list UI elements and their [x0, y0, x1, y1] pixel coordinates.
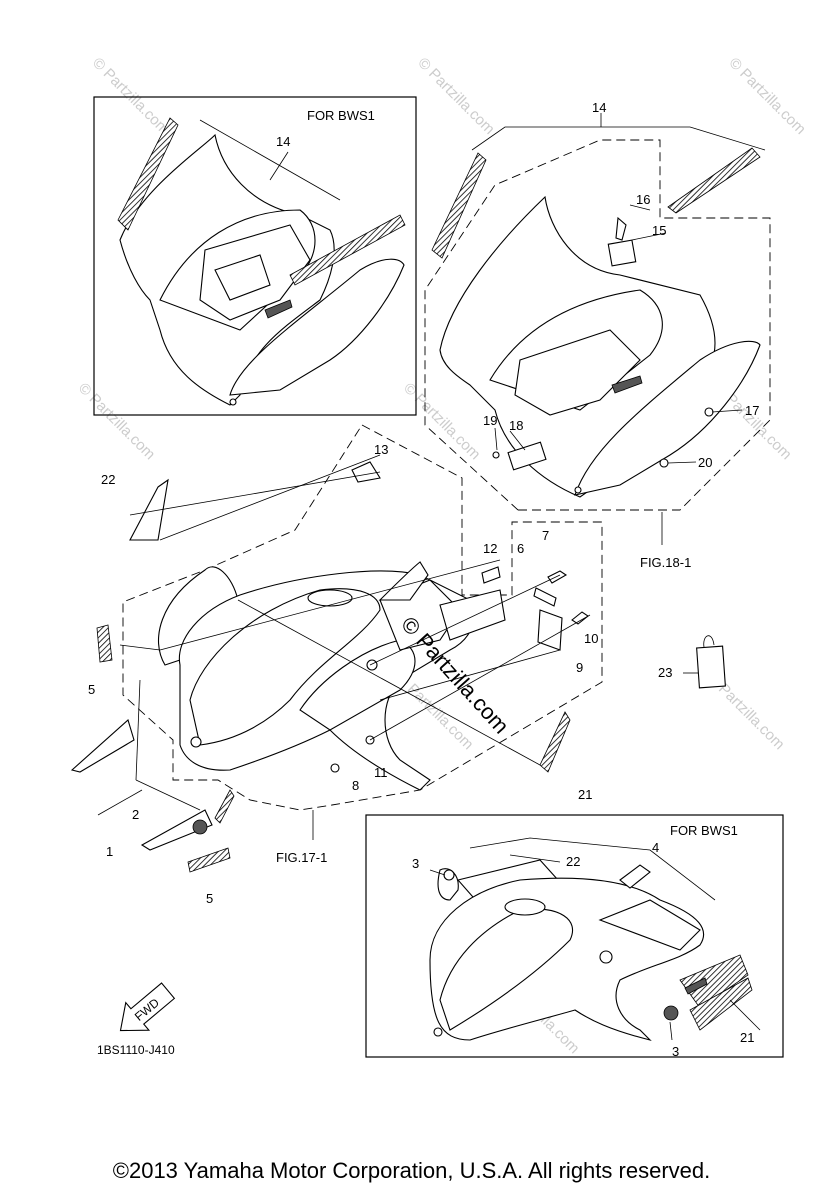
callout-16: 16 [636, 192, 650, 207]
callout-17: 17 [745, 403, 759, 418]
inset-bottom-title: FOR BWS1 [670, 823, 738, 838]
watermarks: © Partzilla.com © Partzilla.com © Partzi… [75, 54, 809, 1057]
inset-bottom-callout-4: 4 [652, 840, 659, 855]
watermark-1: © Partzilla.com [89, 54, 172, 137]
callout-6: 6 [517, 541, 524, 556]
watermark-2: © Partzilla.com [414, 54, 497, 137]
inset-bottom-callout-3-top: 3 [412, 856, 419, 871]
callout-20: 20 [698, 455, 712, 470]
callout-13: 13 [374, 442, 388, 457]
callout-5-upper: 5 [88, 682, 95, 697]
rear-fender-assembly [424, 113, 771, 511]
callout-9: 9 [576, 660, 583, 675]
callout-10: 10 [584, 631, 598, 646]
inset-bottom-callout-22: 22 [566, 854, 580, 869]
callout-23: 23 [658, 665, 672, 680]
part-23-label-tag [683, 635, 726, 689]
callout-7: 7 [542, 528, 549, 543]
watermark-4: © Partzilla.com [75, 380, 158, 463]
fig-ref-front: FIG.17-1 [276, 850, 327, 865]
callout-5-lower: 5 [206, 891, 213, 906]
callout-21: 21 [578, 787, 592, 802]
copyright-notice: ©2013 Yamaha Motor Corporation, U.S.A. A… [112, 1158, 711, 1183]
inset-top-frame [93, 96, 417, 416]
callout-12: 12 [483, 541, 497, 556]
callout-8: 8 [352, 778, 359, 793]
callout-15: 15 [652, 223, 666, 238]
callout-22: 22 [101, 472, 115, 487]
inset-top-rear-fender [117, 117, 406, 406]
inset-bottom-callout-21: 21 [740, 1030, 754, 1045]
fig-ref-rear: FIG.18-1 [640, 555, 691, 570]
callout-19: 19 [483, 413, 497, 428]
callout-2: 2 [132, 807, 139, 822]
fwd-arrow-icon: FWD [119, 982, 176, 1032]
inset-bottom-frame [365, 814, 784, 1058]
watermark-5: © Partzilla.com [400, 380, 483, 463]
watermark-3: © Partzilla.com [725, 54, 808, 137]
callout-1: 1 [106, 844, 113, 859]
front-fender-assembly [70, 424, 603, 873]
callout-18: 18 [509, 418, 523, 433]
inset-bottom-callout-3-bottom: 3 [672, 1044, 679, 1059]
diagram-code: 1BS1110-J410 [97, 1043, 175, 1057]
callout-14: 14 [592, 100, 606, 115]
inset-top-callout-14: 14 [276, 134, 290, 149]
callout-11: 11 [374, 765, 388, 780]
inset-bottom-front-fender [429, 837, 761, 1042]
inset-top-title: FOR BWS1 [307, 108, 375, 123]
